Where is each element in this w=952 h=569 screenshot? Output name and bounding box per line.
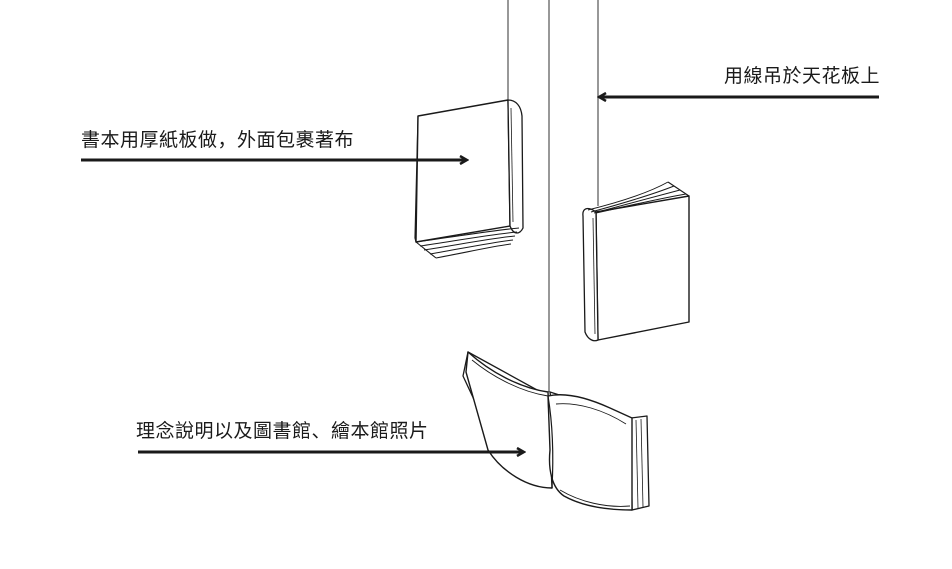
annotation-arrows <box>81 97 879 452</box>
hanging-strings <box>507 0 599 392</box>
cover-label: 書本用厚紙板做，外面包裹著布 <box>81 129 355 151</box>
hang-label: 用線吊於天花板上 <box>723 65 880 87</box>
open-book-label: 理念說明以及圖書館、繪本館照片 <box>136 420 429 442</box>
closed-book-right <box>582 181 690 342</box>
closed-book-left <box>414 99 524 259</box>
open-book <box>462 351 650 511</box>
